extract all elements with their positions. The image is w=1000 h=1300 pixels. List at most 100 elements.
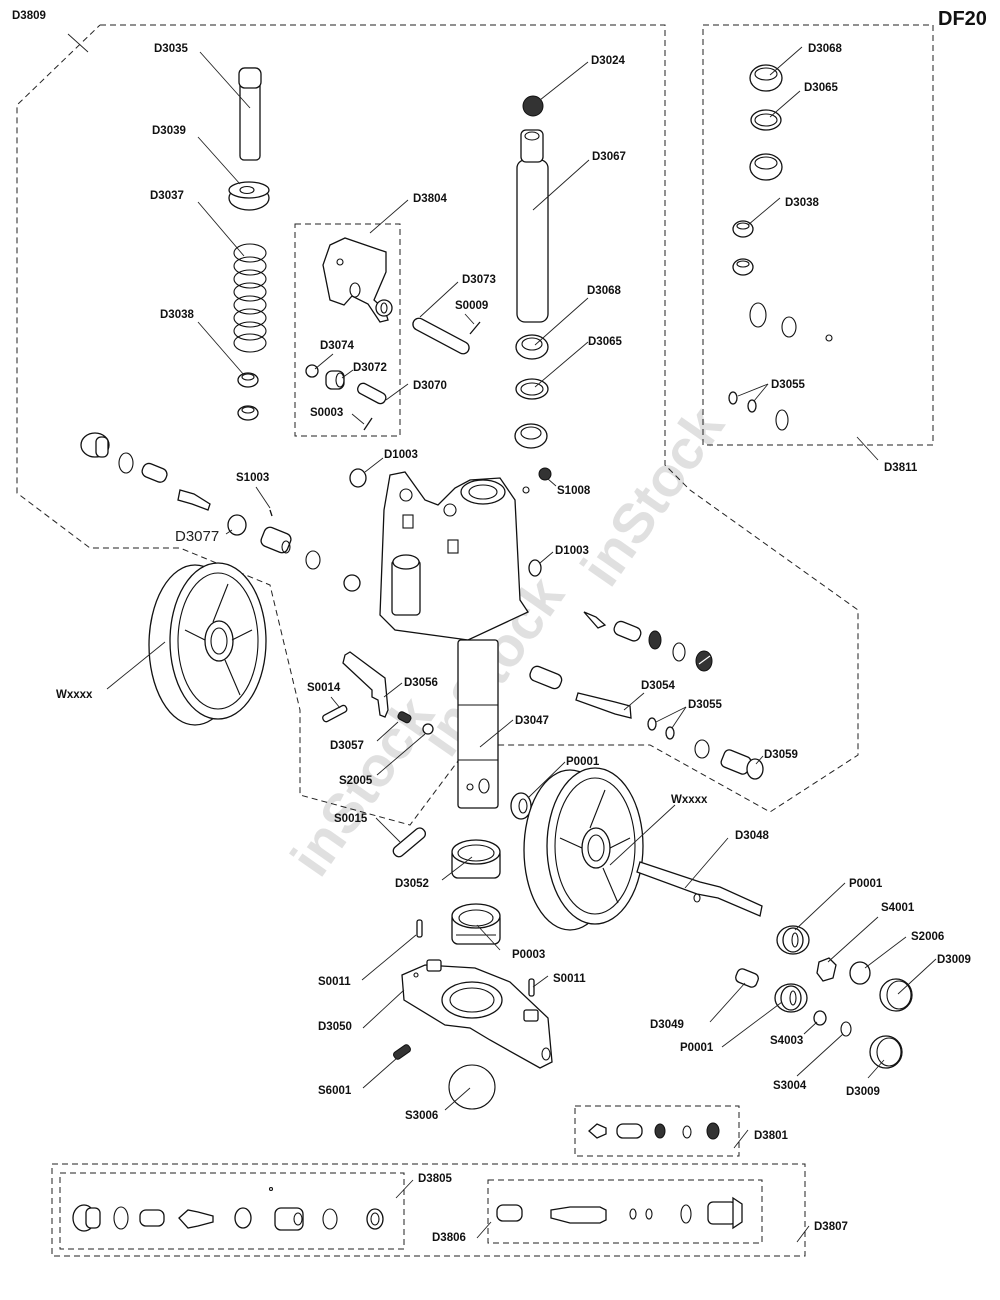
part-label-d3056[interactable]: D3056 <box>404 677 438 689</box>
part-label-d3059[interactable]: D3059 <box>764 749 798 761</box>
part-s1003[interactable]: S1003 <box>236 472 273 517</box>
part-label-s4003[interactable]: S4003 <box>770 1035 803 1047</box>
part-d3009-top[interactable]: D3009 <box>879 954 971 1012</box>
part-d3048-axle[interactable]: D3048 <box>636 830 769 917</box>
kit-d3806-parts[interactable] <box>496 1196 743 1230</box>
part-oring-left[interactable] <box>118 452 134 474</box>
kit-d3805-parts[interactable] <box>72 1186 384 1232</box>
part-p0003-bearing[interactable]: P0003 <box>451 903 545 961</box>
group-label-d3807[interactable]: D3807 <box>814 1221 848 1233</box>
part-d3054[interactable]: D3054 <box>575 680 675 719</box>
part-d3037-spring[interactable]: D3037 <box>150 190 267 353</box>
part-label-d1003-top[interactable]: D1003 <box>384 449 418 461</box>
part-d1003-top[interactable]: D1003 <box>349 449 418 488</box>
part-d3024[interactable]: D3024 <box>522 55 625 117</box>
part-d3035[interactable]: D3035 <box>154 43 262 161</box>
part-d3074[interactable]: D3074 <box>305 340 354 378</box>
part-label-s0014[interactable]: S0014 <box>307 682 341 694</box>
part-s1008[interactable]: S1008 <box>538 467 591 497</box>
part-valve-left[interactable] <box>177 489 211 511</box>
group-label-d3801[interactable]: D3801 <box>754 1130 788 1142</box>
part-d3039[interactable]: D3039 <box>152 125 270 211</box>
part-seal-mid[interactable] <box>514 423 548 449</box>
part-d3068-mid[interactable]: D3068 <box>515 285 621 360</box>
part-label-d3047[interactable]: D3047 <box>515 715 549 727</box>
part-label-d3038-left[interactable]: D3038 <box>160 309 194 321</box>
part-d3056[interactable]: D3056 <box>342 651 438 718</box>
part-label-p0001-right[interactable]: P0001 <box>849 878 883 890</box>
part-label-wxxxx-right[interactable]: Wxxxx <box>671 794 708 806</box>
part-label-s3006[interactable]: S3006 <box>405 1110 438 1122</box>
part-label-d3070[interactable]: D3070 <box>413 380 447 392</box>
part-d3072[interactable]: D3072 <box>325 362 387 390</box>
part-s0009[interactable]: S0009 <box>455 300 488 335</box>
part-label-s0009[interactable]: S0009 <box>455 300 488 312</box>
part-s0003[interactable]: S0003 <box>310 407 373 431</box>
part-d1003-side[interactable]: D1003 <box>528 545 589 577</box>
group-d3806-boundary[interactable]: D3806 <box>432 1179 763 1244</box>
part-label-s6001[interactable]: S6001 <box>318 1085 352 1097</box>
part-label-s1003[interactable]: S1003 <box>236 472 269 484</box>
part-label-d3050[interactable]: D3050 <box>318 1021 352 1033</box>
part-label-d3009-top[interactable]: D3009 <box>937 954 971 966</box>
part-label-d3055-kit[interactable]: D3055 <box>771 379 805 391</box>
part-label-d3065-kit[interactable]: D3065 <box>804 82 838 94</box>
part-oring-right[interactable] <box>672 642 686 662</box>
part-label-d3048[interactable]: D3048 <box>735 830 769 842</box>
part-d3055-valve[interactable]: D3055 <box>647 699 722 740</box>
part-d3047-shaft[interactable]: D3047 <box>457 639 549 809</box>
part-label-wxxxx-left[interactable]: Wxxxx <box>56 689 93 701</box>
part-label-p0001-bottom[interactable]: P0001 <box>680 1042 714 1054</box>
group-d3811-boundary[interactable]: D3811 <box>702 24 934 474</box>
part-d3055-kit[interactable]: D3055 <box>728 379 805 431</box>
part-d3070[interactable]: D3070 <box>356 380 447 405</box>
part-d3049[interactable]: D3049 <box>650 967 760 1031</box>
part-label-d3068-kit[interactable]: D3068 <box>808 43 842 55</box>
part-label-s1008[interactable]: S1008 <box>557 485 591 497</box>
part-d3065-kit[interactable]: D3065 <box>750 82 838 131</box>
part-piston-left[interactable] <box>259 525 292 554</box>
part-s0011-left[interactable]: S0011 <box>318 919 423 988</box>
part-s4001[interactable]: S4001 <box>816 902 915 982</box>
part-d3067-ram[interactable]: D3067 <box>516 129 626 323</box>
group-label-d3806[interactable]: D3806 <box>432 1232 466 1244</box>
group-d3809-boundary[interactable]: D3809 <box>12 10 859 826</box>
part-spring-right-2[interactable] <box>528 665 563 691</box>
part-d3038-left[interactable]: D3038 <box>160 309 259 421</box>
kit-d3801-parts[interactable] <box>588 1122 720 1140</box>
part-valve-cone-right[interactable] <box>583 611 607 629</box>
part-small-ball[interactable] <box>522 486 530 494</box>
part-s0014[interactable]: S0014 <box>307 682 348 723</box>
part-d3065-mid[interactable]: D3065 <box>515 336 622 400</box>
part-label-d3074[interactable]: D3074 <box>320 340 354 352</box>
part-s0011-right[interactable]: S0011 <box>528 973 586 997</box>
part-label-d3024[interactable]: D3024 <box>591 55 625 67</box>
part-screw-right[interactable] <box>695 650 713 672</box>
part-label-s0015[interactable]: S0015 <box>334 813 368 825</box>
part-spring-right-1[interactable] <box>612 620 642 643</box>
part-seal-kit[interactable] <box>749 153 783 181</box>
part-label-d3077[interactable]: D3077 <box>175 528 219 545</box>
part-label-p0001-top[interactable]: P0001 <box>566 756 600 768</box>
part-d3068-kit[interactable]: D3068 <box>749 43 842 92</box>
part-label-s2005[interactable]: S2005 <box>339 775 373 787</box>
part-label-d3035[interactable]: D3035 <box>154 43 188 55</box>
part-wheel-right[interactable]: Wxxxx <box>523 767 708 931</box>
part-d3057[interactable]: D3057 <box>330 711 412 752</box>
group-d3804-boundary[interactable]: D3804 <box>294 193 447 437</box>
part-d3059[interactable]: D3059 <box>720 748 798 780</box>
part-label-d1003-side[interactable]: D1003 <box>555 545 589 557</box>
part-label-d3039[interactable]: D3039 <box>152 125 186 137</box>
part-p0001-right[interactable]: P0001 <box>776 878 883 955</box>
part-label-d3037[interactable]: D3037 <box>150 190 184 202</box>
part-orings-kit[interactable] <box>749 302 833 342</box>
group-d3801-boundary[interactable]: D3801 <box>574 1105 788 1157</box>
part-label-d3073[interactable]: D3073 <box>462 274 496 286</box>
part-p0001-bottom[interactable]: P0001 <box>680 983 808 1054</box>
part-label-d3049[interactable]: D3049 <box>650 1019 684 1031</box>
part-label-s0011-left[interactable]: S0011 <box>318 976 351 988</box>
part-label-d3065-mid[interactable]: D3065 <box>588 336 622 348</box>
part-label-d3057[interactable]: D3057 <box>330 740 364 752</box>
part-label-d3009-bottom[interactable]: D3009 <box>846 1086 880 1098</box>
part-s3006-ring[interactable]: S3006 <box>405 1064 496 1122</box>
